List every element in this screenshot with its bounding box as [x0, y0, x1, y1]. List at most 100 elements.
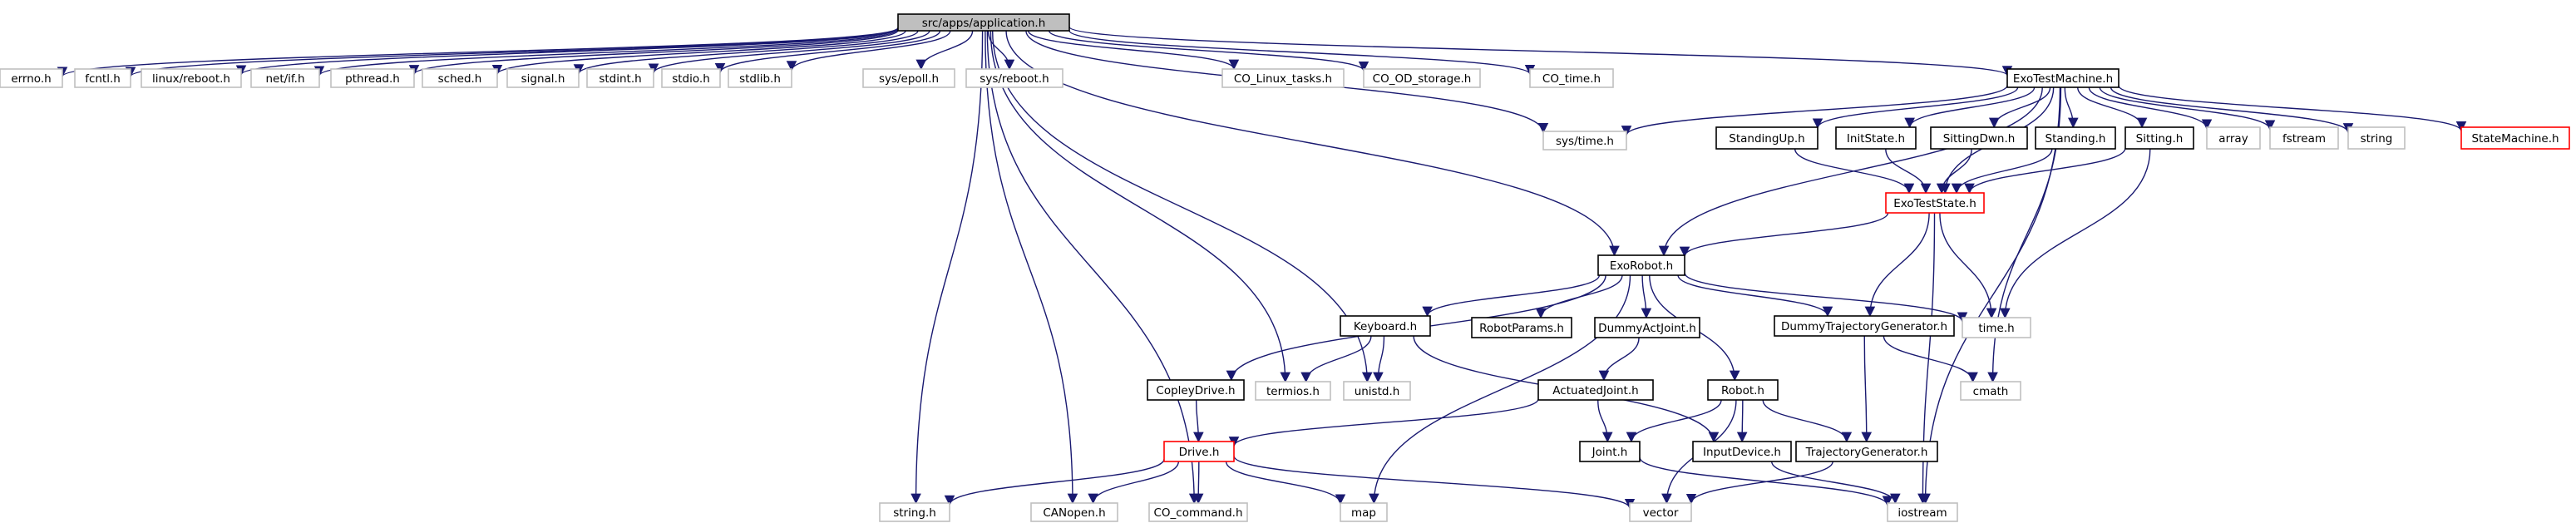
node-sysreboot[interactable]: sys/reboot.h [965, 68, 1063, 88]
node-stdio[interactable]: stdio.h [661, 68, 721, 88]
node-box-sysepoll[interactable] [862, 68, 955, 88]
node-actuatedjoint[interactable]: ActuatedJoint.h [1537, 379, 1654, 401]
node-box-map[interactable] [1340, 502, 1388, 522]
node-initstate[interactable]: InitState.h [1835, 126, 1917, 150]
node-errno[interactable]: errno.h [0, 68, 63, 88]
node-box-errno[interactable] [0, 68, 63, 88]
node-box-string[interactable] [2347, 126, 2406, 150]
node-map[interactable]: map [1340, 502, 1388, 522]
node-pthread[interactable]: pthread.h [330, 68, 415, 88]
node-array[interactable]: array [2206, 126, 2261, 150]
node-box-fcntl[interactable] [74, 68, 131, 88]
node-box-systime[interactable] [1542, 131, 1627, 151]
node-box-vector[interactable] [1629, 502, 1692, 522]
node-sitting[interactable]: Sitting.h [2124, 126, 2194, 150]
node-vector[interactable]: vector [1629, 502, 1692, 522]
node-joint[interactable]: Joint.h [1579, 441, 1641, 462]
node-box-cmath[interactable] [1960, 381, 2021, 401]
node-box-sched[interactable] [422, 68, 498, 88]
node-termios[interactable]: termios.h [1255, 381, 1331, 401]
node-box-exorobot[interactable] [1597, 254, 1685, 276]
node-colinux[interactable]: CO_Linux_tasks.h [1221, 68, 1345, 88]
node-box-pthread[interactable] [330, 68, 415, 88]
node-box-canopen[interactable] [1030, 502, 1118, 522]
node-exotestmachine[interactable]: ExoTestMachine.h [2006, 68, 2120, 88]
node-fstream[interactable]: fstream [2269, 126, 2339, 150]
node-box-fstream[interactable] [2269, 126, 2339, 150]
node-sittingdwn[interactable]: SittingDwn.h [1930, 126, 2028, 150]
node-box-trajgen[interactable] [1795, 441, 1938, 462]
node-coodstorage[interactable]: CO_OD_storage.h [1363, 68, 1481, 88]
node-linuxreboot[interactable]: linux/reboot.h [141, 68, 242, 88]
node-statemachine[interactable]: StateMachine.h [2460, 126, 2570, 150]
node-box-dummyactjoint[interactable] [1594, 317, 1700, 338]
node-cotime[interactable]: CO_time.h [1529, 68, 1614, 88]
node-box-keyboard[interactable] [1340, 315, 1431, 337]
node-systime[interactable]: sys/time.h [1542, 131, 1627, 151]
node-box-standing[interactable] [2035, 126, 2116, 150]
node-box-stringh[interactable] [879, 502, 950, 522]
node-canopen[interactable]: CANopen.h [1030, 502, 1118, 522]
node-box-termios[interactable] [1255, 381, 1331, 401]
node-box-sysreboot[interactable] [965, 68, 1063, 88]
node-sched[interactable]: sched.h [422, 68, 498, 88]
node-drive[interactable]: Drive.h [1163, 441, 1235, 462]
node-iostream[interactable]: iostream [1887, 502, 1958, 522]
node-robotparams[interactable]: RobotParams.h [1471, 317, 1572, 338]
node-time[interactable]: time.h [1962, 317, 2031, 338]
node-box-robot[interactable] [1707, 379, 1779, 401]
node-stringh[interactable]: string.h [879, 502, 950, 522]
node-box-root[interactable] [897, 13, 1070, 32]
node-box-actuatedjoint[interactable] [1537, 379, 1654, 401]
node-box-standingup[interactable] [1715, 126, 1818, 150]
node-box-sittingdwn[interactable] [1930, 126, 2028, 150]
node-robot[interactable]: Robot.h [1707, 379, 1779, 401]
node-box-joint[interactable] [1579, 441, 1641, 462]
node-fcntl[interactable]: fcntl.h [74, 68, 131, 88]
node-box-coodstorage[interactable] [1363, 68, 1481, 88]
node-box-robotparams[interactable] [1471, 317, 1572, 338]
node-box-time[interactable] [1962, 317, 2031, 338]
node-box-unistd[interactable] [1343, 381, 1411, 401]
node-box-drive[interactable] [1163, 441, 1235, 462]
node-dummytraj[interactable]: DummyTrajectoryGenerator.h [1774, 315, 1955, 337]
node-box-array[interactable] [2206, 126, 2261, 150]
node-exorobot[interactable]: ExoRobot.h [1597, 254, 1685, 276]
node-box-stdint[interactable] [586, 68, 654, 88]
node-box-signal[interactable] [506, 68, 580, 88]
node-box-exoteststate[interactable] [1885, 192, 1985, 214]
node-standingup[interactable]: StandingUp.h [1715, 126, 1818, 150]
node-dummyactjoint[interactable]: DummyActJoint.h [1594, 317, 1700, 338]
node-string[interactable]: string [2347, 126, 2406, 150]
node-standing[interactable]: Standing.h [2035, 126, 2116, 150]
node-stdlib[interactable]: stdlib.h [728, 68, 792, 88]
node-sysepoll[interactable]: sys/epoll.h [862, 68, 955, 88]
node-box-cotime[interactable] [1529, 68, 1614, 88]
node-box-exotestmachine[interactable] [2006, 68, 2120, 88]
node-box-sitting[interactable] [2124, 126, 2194, 150]
node-cmath[interactable]: cmath [1960, 381, 2021, 401]
node-box-iostream[interactable] [1887, 502, 1958, 522]
node-box-inputdevice[interactable] [1692, 441, 1792, 462]
node-box-netif[interactable] [250, 68, 320, 88]
node-box-initstate[interactable] [1835, 126, 1917, 150]
node-box-statemachine[interactable] [2460, 126, 2570, 150]
node-box-colinux[interactable] [1221, 68, 1345, 88]
node-box-stdio[interactable] [661, 68, 721, 88]
node-box-dummytraj[interactable] [1774, 315, 1955, 337]
node-box-copleydrive[interactable] [1147, 379, 1245, 401]
node-stdint[interactable]: stdint.h [586, 68, 654, 88]
node-box-cocommand[interactable] [1148, 502, 1248, 522]
node-box-stdlib[interactable] [728, 68, 792, 88]
node-netif[interactable]: net/if.h [250, 68, 320, 88]
node-signal[interactable]: signal.h [506, 68, 580, 88]
node-unistd[interactable]: unistd.h [1343, 381, 1411, 401]
node-keyboard[interactable]: Keyboard.h [1340, 315, 1431, 337]
node-box-linuxreboot[interactable] [141, 68, 242, 88]
node-copleydrive[interactable]: CopleyDrive.h [1147, 379, 1245, 401]
node-exoteststate[interactable]: ExoTestState.h [1885, 192, 1985, 214]
node-inputdevice[interactable]: InputDevice.h [1692, 441, 1792, 462]
node-trajgen[interactable]: TrajectoryGenerator.h [1795, 441, 1938, 462]
node-root[interactable]: src/apps/application.h [897, 13, 1070, 32]
node-cocommand[interactable]: CO_command.h [1148, 502, 1248, 522]
